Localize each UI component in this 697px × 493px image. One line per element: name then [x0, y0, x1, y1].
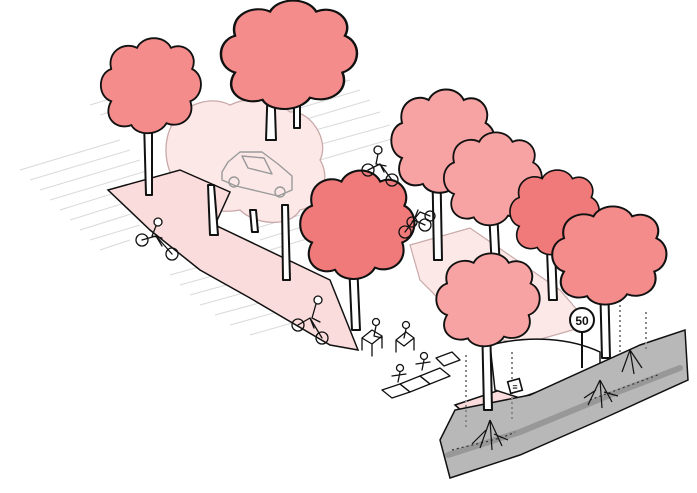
tree-right-4 — [552, 206, 666, 358]
child-icon — [392, 353, 430, 383]
info-sign-glyph: ≡ — [512, 382, 517, 392]
info-sign-icon: ≡ — [508, 379, 523, 394]
speed-limit-value: 50 — [575, 314, 589, 328]
hopscotch-icon — [382, 352, 460, 398]
child-icon — [373, 319, 410, 339]
chair-icon — [362, 330, 414, 356]
